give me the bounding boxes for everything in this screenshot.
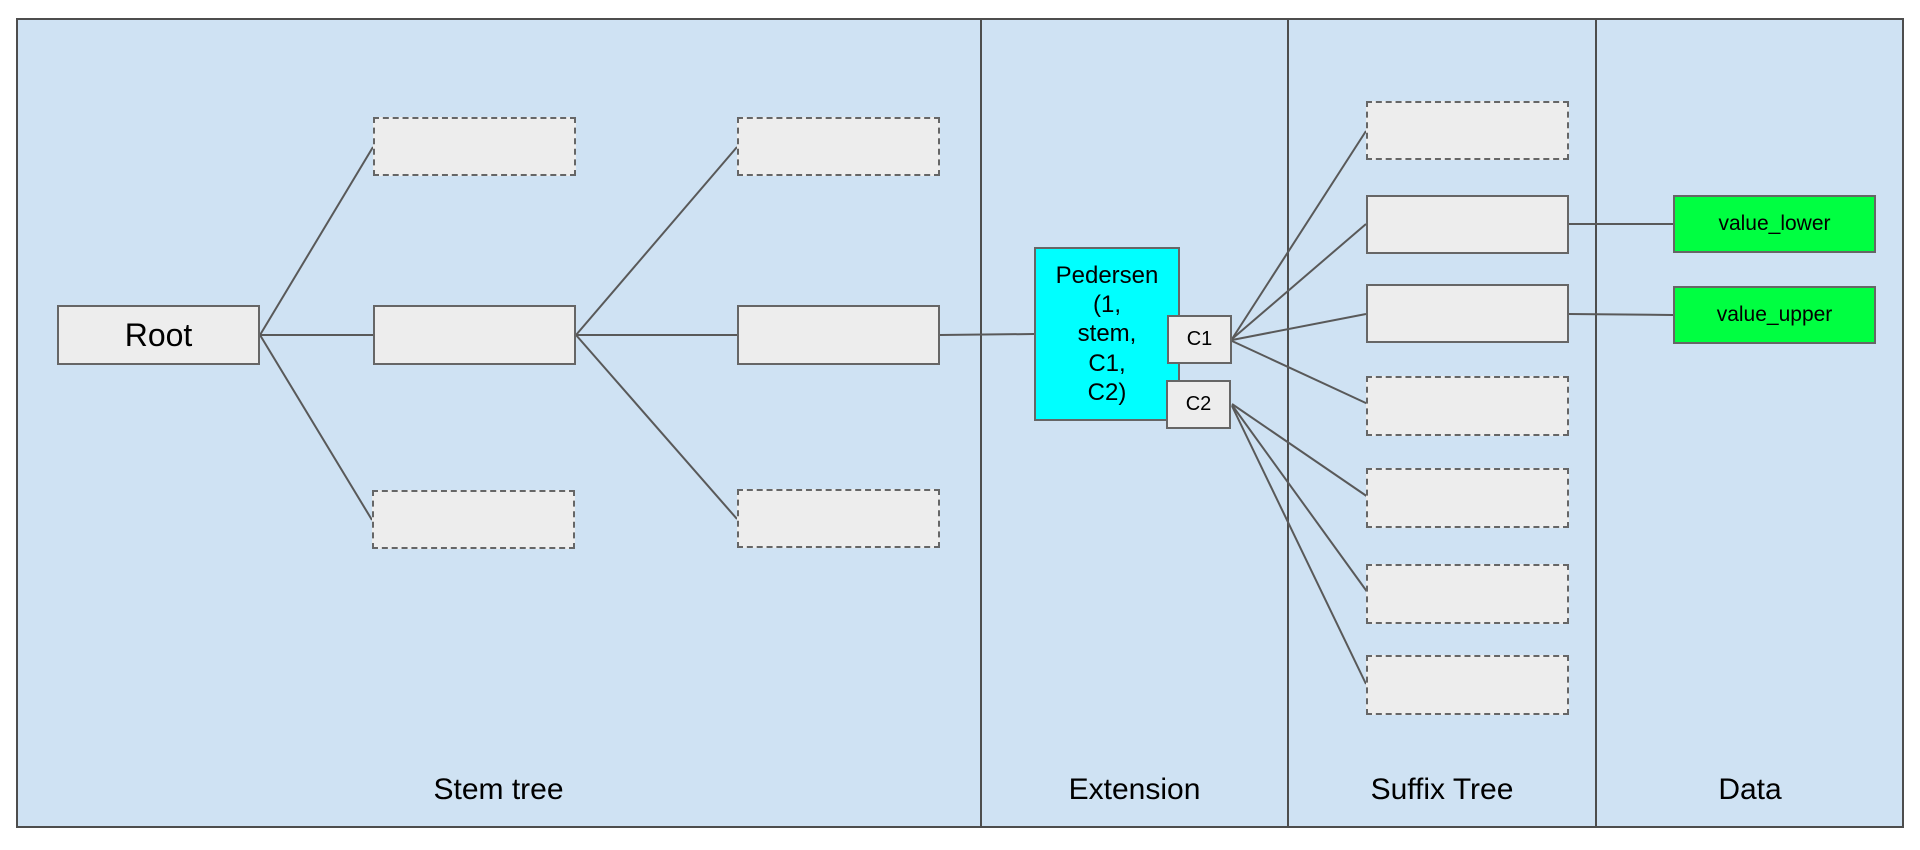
value-upper-node[interactable]: value_upper bbox=[1673, 286, 1876, 344]
suffix-placeholder-6[interactable] bbox=[1366, 564, 1569, 624]
suffix-placeholder-5[interactable] bbox=[1366, 468, 1569, 528]
section-label-extension: Extension bbox=[1068, 773, 1201, 806]
stem-node-mid-2[interactable] bbox=[737, 305, 940, 365]
value-lower-node[interactable]: value_lower bbox=[1673, 195, 1876, 253]
section-label-data: Data bbox=[1718, 773, 1782, 806]
section-label-suffix-tree: Suffix Tree bbox=[1370, 773, 1514, 806]
pedersen-node[interactable]: Pedersen (1, stem, C1, C2) bbox=[1034, 247, 1180, 421]
suffix-node-3[interactable] bbox=[1366, 284, 1569, 343]
c2-port[interactable]: C2 bbox=[1166, 380, 1231, 429]
suffix-placeholder-4[interactable] bbox=[1366, 376, 1569, 436]
diagram-canvas bbox=[16, 18, 1904, 828]
section-label-stem-tree: Stem tree bbox=[433, 773, 564, 806]
stem-node-mid[interactable] bbox=[373, 305, 576, 365]
suffix-placeholder-1[interactable] bbox=[1366, 101, 1569, 160]
stem-placeholder-bottom[interactable] bbox=[372, 490, 575, 549]
stem-placeholder-top-2[interactable] bbox=[737, 117, 940, 176]
c1-port[interactable]: C1 bbox=[1167, 315, 1232, 364]
root-node[interactable]: Root bbox=[57, 305, 260, 365]
stem-placeholder-bottom-2[interactable] bbox=[737, 489, 940, 548]
stem-placeholder-top[interactable] bbox=[373, 117, 576, 176]
suffix-placeholder-7[interactable] bbox=[1366, 655, 1569, 715]
suffix-node-2[interactable] bbox=[1366, 195, 1569, 254]
